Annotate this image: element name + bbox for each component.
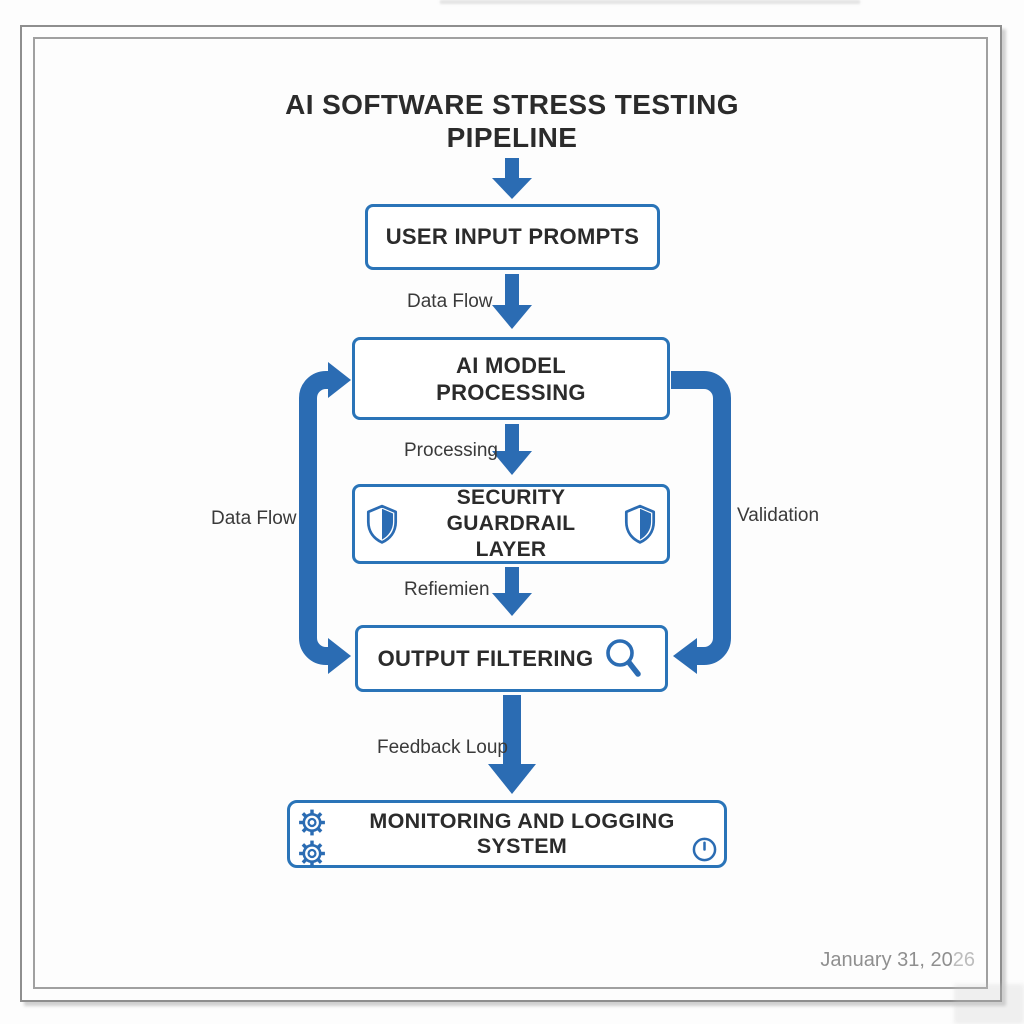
edge-label-feedback-loop: Feedback Loup (377, 737, 508, 758)
connector-validation-right (671, 371, 731, 674)
cropped-top-artifact (440, 0, 860, 4)
date-prefix: January 31, 20 (820, 949, 953, 971)
node-ai-model-line-1: AI MODEL (456, 352, 566, 378)
edge-label-validation: Validation (737, 505, 820, 526)
corner-artifact (954, 984, 1024, 1024)
node-user-input-label: USER INPUT PROMPTS (385, 224, 640, 249)
gear-icon (295, 807, 329, 838)
arrow-title-to-input (492, 158, 532, 199)
connector-data-flow-left (299, 362, 351, 674)
node-ai-model-line-2: PROCESSING (436, 379, 586, 405)
node-user-input-prompts: USER INPUT PROMPTS (365, 204, 660, 270)
node-security-label: SECURITY GUARDRAIL LAYER (399, 485, 623, 563)
node-output-filtering: OUTPUT FILTERING (355, 625, 668, 692)
gear-icons-stack (295, 807, 329, 869)
arrow-input-to-model (492, 274, 532, 329)
edge-label-data-flow-side: Data Flow (211, 508, 297, 529)
arrow-model-to-security (492, 424, 532, 475)
arrow-security-to-output (492, 567, 532, 616)
edge-label-processing: Processing (404, 440, 498, 461)
date-suffix: 26 (952, 949, 975, 971)
shield-icon (623, 504, 657, 544)
date-stamp: January 31, 2026 (820, 949, 975, 972)
edge-label-refinement: Refiemien (404, 579, 490, 600)
node-security-line-1: SECURITY GUARDRAIL (446, 486, 576, 535)
node-monitoring-label: MONITORING AND LOGGING SYSTEM (369, 809, 675, 858)
node-security-line-2: LAYER (475, 538, 547, 561)
title-line-2: PIPELINE (446, 122, 578, 153)
node-output-label: OUTPUT FILTERING (377, 645, 594, 671)
node-ai-model-processing: AI MODEL PROCESSING (352, 337, 670, 420)
edge-label-data-flow: Data Flow (407, 291, 493, 312)
gear-icon (295, 838, 329, 869)
node-monitoring-logging-system: MONITORING AND LOGGING SYSTEM (287, 800, 727, 868)
node-security-guardrail-layer: SECURITY GUARDRAIL LAYER (352, 484, 670, 564)
shield-icon (365, 504, 399, 544)
clock-icon (692, 837, 717, 862)
diagram-title: AI SOFTWARE STRESS TESTING PIPELINE (0, 88, 1024, 154)
title-line-1: AI SOFTWARE STRESS TESTING (285, 89, 739, 120)
search-icon (603, 637, 645, 681)
